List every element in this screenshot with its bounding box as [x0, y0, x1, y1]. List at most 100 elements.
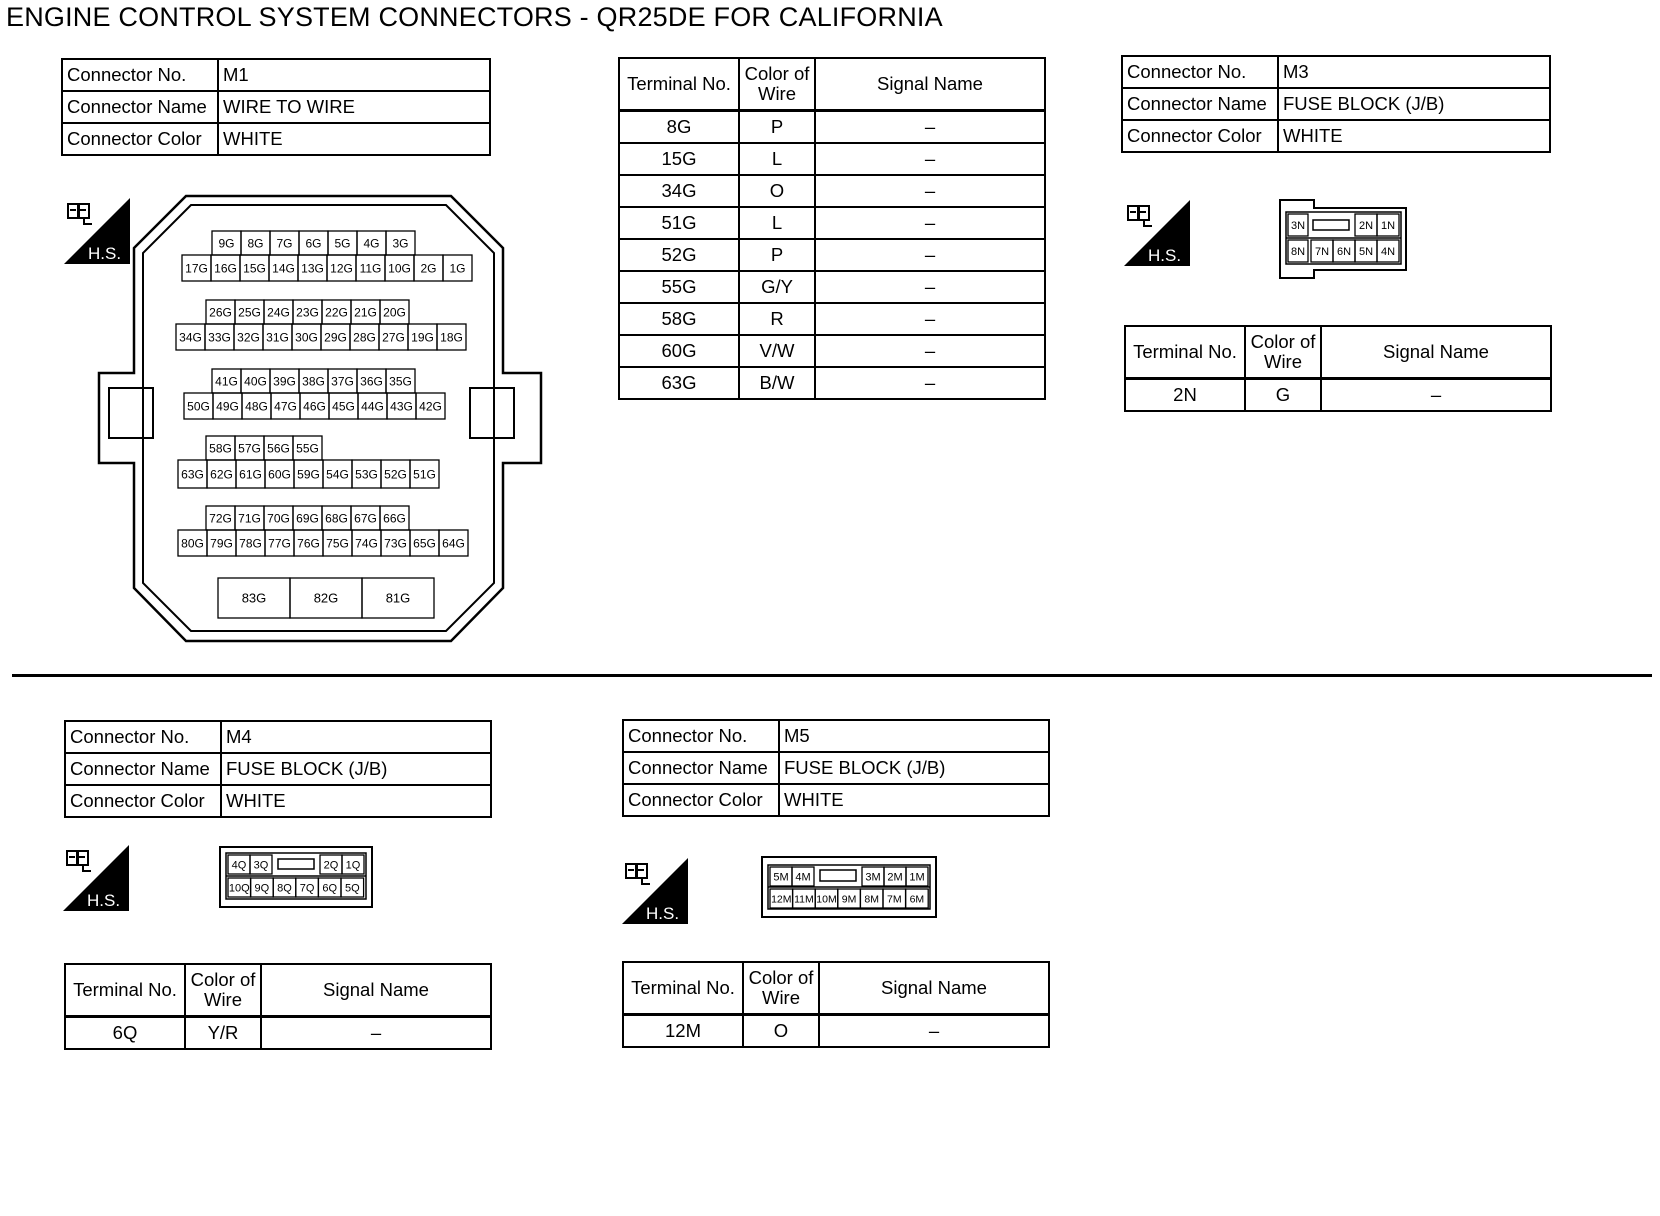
- pin-cell: [904, 888, 929, 909]
- pin-label: 5M: [773, 871, 788, 883]
- signal-cell: –: [814, 238, 1046, 272]
- pin-label: 35G: [389, 374, 412, 388]
- pin-label: 32G: [237, 330, 260, 344]
- wire-color-cell: L: [738, 142, 816, 176]
- pin-label: 62G: [210, 467, 233, 481]
- pin-label: 14G: [272, 261, 295, 275]
- pin-label: 40G: [244, 374, 267, 388]
- pin-label: 80G: [181, 536, 204, 550]
- signal-cell: –: [1320, 377, 1552, 412]
- pin-label: 16G: [214, 261, 237, 275]
- wire-color-cell: V/W: [738, 334, 816, 368]
- pin-label: 81G: [386, 591, 411, 606]
- connector-color-value: WHITE: [217, 122, 491, 156]
- pin-label: 25G: [238, 305, 261, 319]
- pin-label: 77G: [268, 536, 291, 550]
- connector-name-value: FUSE BLOCK (J/B): [778, 751, 1050, 785]
- pin-label: 49G: [216, 399, 239, 413]
- wire-color-cell: P: [738, 109, 816, 144]
- pin-label: 19G: [411, 330, 434, 344]
- wire-color-cell: O: [738, 174, 816, 208]
- connector-name-value: FUSE BLOCK (J/B): [1277, 87, 1551, 121]
- pin-cell: [905, 866, 929, 887]
- pin-label: 24G: [267, 305, 290, 319]
- pin-cell: [415, 392, 446, 420]
- signal-cell: –: [814, 109, 1046, 144]
- pin-label: 58G: [209, 441, 232, 455]
- connector-name-value: FUSE BLOCK (J/B): [220, 752, 492, 786]
- pin-label: 53G: [355, 467, 378, 481]
- pin-label: 8Q: [277, 882, 292, 894]
- wire-color-cell: Y/R: [184, 1015, 262, 1050]
- pin-label: 71G: [238, 511, 261, 525]
- signal-name-header: Signal Name: [260, 963, 492, 1018]
- pin-label: 9Q: [255, 882, 270, 894]
- wire-color-cell: B/W: [738, 366, 816, 400]
- pin-label: 6G: [305, 236, 321, 250]
- terminal-cell: 52G: [618, 238, 740, 272]
- pin-label: 51G: [413, 467, 436, 481]
- pin-label: 18G: [440, 330, 463, 344]
- connector-color-value: WHITE: [1277, 119, 1551, 153]
- pin-cell: [249, 854, 273, 875]
- pin-label: 3N: [1291, 220, 1305, 232]
- connector-color-value: WHITE: [220, 784, 492, 818]
- pin-label: 2G: [420, 261, 436, 275]
- signal-cell: –: [814, 366, 1046, 400]
- pin-label: 17G: [185, 261, 208, 275]
- pin-label: 31G: [266, 330, 289, 344]
- pin-label: 8M: [864, 893, 879, 905]
- pin-label: 10Q: [229, 882, 250, 894]
- pin-label: 36G: [360, 374, 383, 388]
- pin-label: 57G: [238, 441, 261, 455]
- pin-label: 11G: [360, 261, 382, 275]
- pin-cell: [409, 459, 440, 489]
- wire-color-cell: G: [1244, 377, 1322, 412]
- connector-name-label: Connector Name: [61, 90, 219, 124]
- pin-label: 3M: [865, 871, 880, 883]
- terminal-cell: 51G: [618, 206, 740, 240]
- terminal-cell: 8G: [618, 109, 740, 144]
- pin-label: 41G: [215, 374, 238, 388]
- pin-label: 3G: [392, 236, 408, 250]
- signal-cell: –: [814, 334, 1046, 368]
- pin-label: 56G: [267, 441, 290, 455]
- pin-label: 68G: [325, 511, 348, 525]
- pin-label: 60G: [268, 467, 291, 481]
- pin-label: 83G: [242, 591, 267, 606]
- pin-label: 4M: [795, 871, 810, 883]
- pin-label: 2Q: [324, 859, 339, 871]
- pin-label: 59G: [297, 467, 320, 481]
- pin-label: 2M: [887, 871, 902, 883]
- pin-label: 9M: [842, 893, 857, 905]
- pin-cell: [1287, 239, 1309, 263]
- pin-label: 42G: [419, 399, 442, 413]
- pin-label: 4N: [1381, 246, 1395, 258]
- pin-label: 1M: [909, 871, 924, 883]
- pin-label: 61G: [239, 467, 262, 481]
- signal-cell: –: [818, 1013, 1050, 1048]
- hs-label: H.S.: [1148, 246, 1181, 265]
- connector-no-value: M4: [220, 720, 492, 754]
- pin-label: 28G: [353, 330, 376, 344]
- pin-label: 37G: [331, 374, 354, 388]
- pin-label: 72G: [209, 511, 232, 525]
- signal-cell: –: [814, 206, 1046, 240]
